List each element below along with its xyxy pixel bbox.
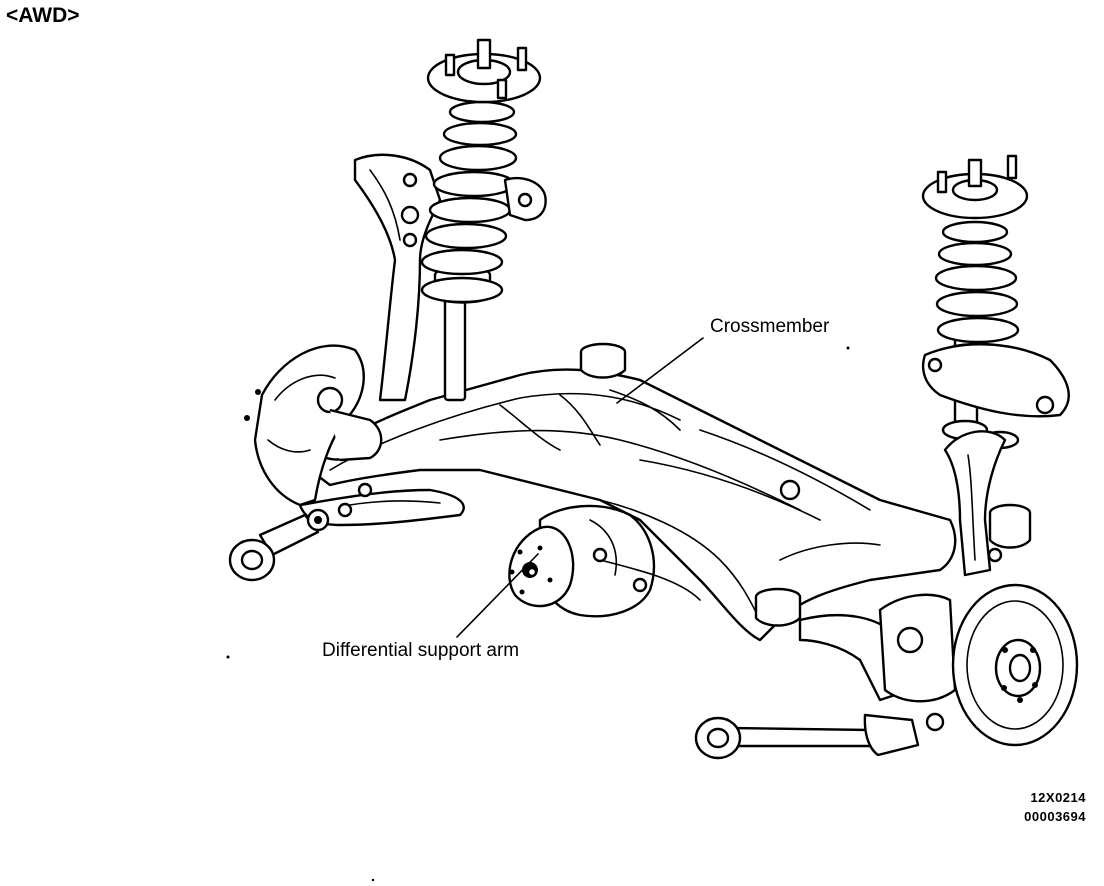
left-lower-arm <box>228 482 465 582</box>
right-hub-disc <box>878 583 1079 747</box>
diagram-tag: <AWD> <box>6 4 80 27</box>
crossmember-leader-line <box>616 337 704 404</box>
differential-leader-line <box>456 553 539 638</box>
crossmember-body <box>308 368 957 642</box>
right-shock-strut <box>921 154 1070 462</box>
document-code: 00003694 <box>1024 809 1086 824</box>
left-knuckle-hub <box>244 344 383 507</box>
crossmember-label: Crossmember <box>710 316 830 337</box>
differential-assembly <box>508 504 701 618</box>
figure-code: 12X0214 <box>1030 790 1086 805</box>
left-upper-arm <box>353 153 442 402</box>
right-trailing-link <box>694 712 945 760</box>
differential-support-arm-label: Differential support arm <box>322 640 520 661</box>
left-shock-strut <box>420 38 547 402</box>
